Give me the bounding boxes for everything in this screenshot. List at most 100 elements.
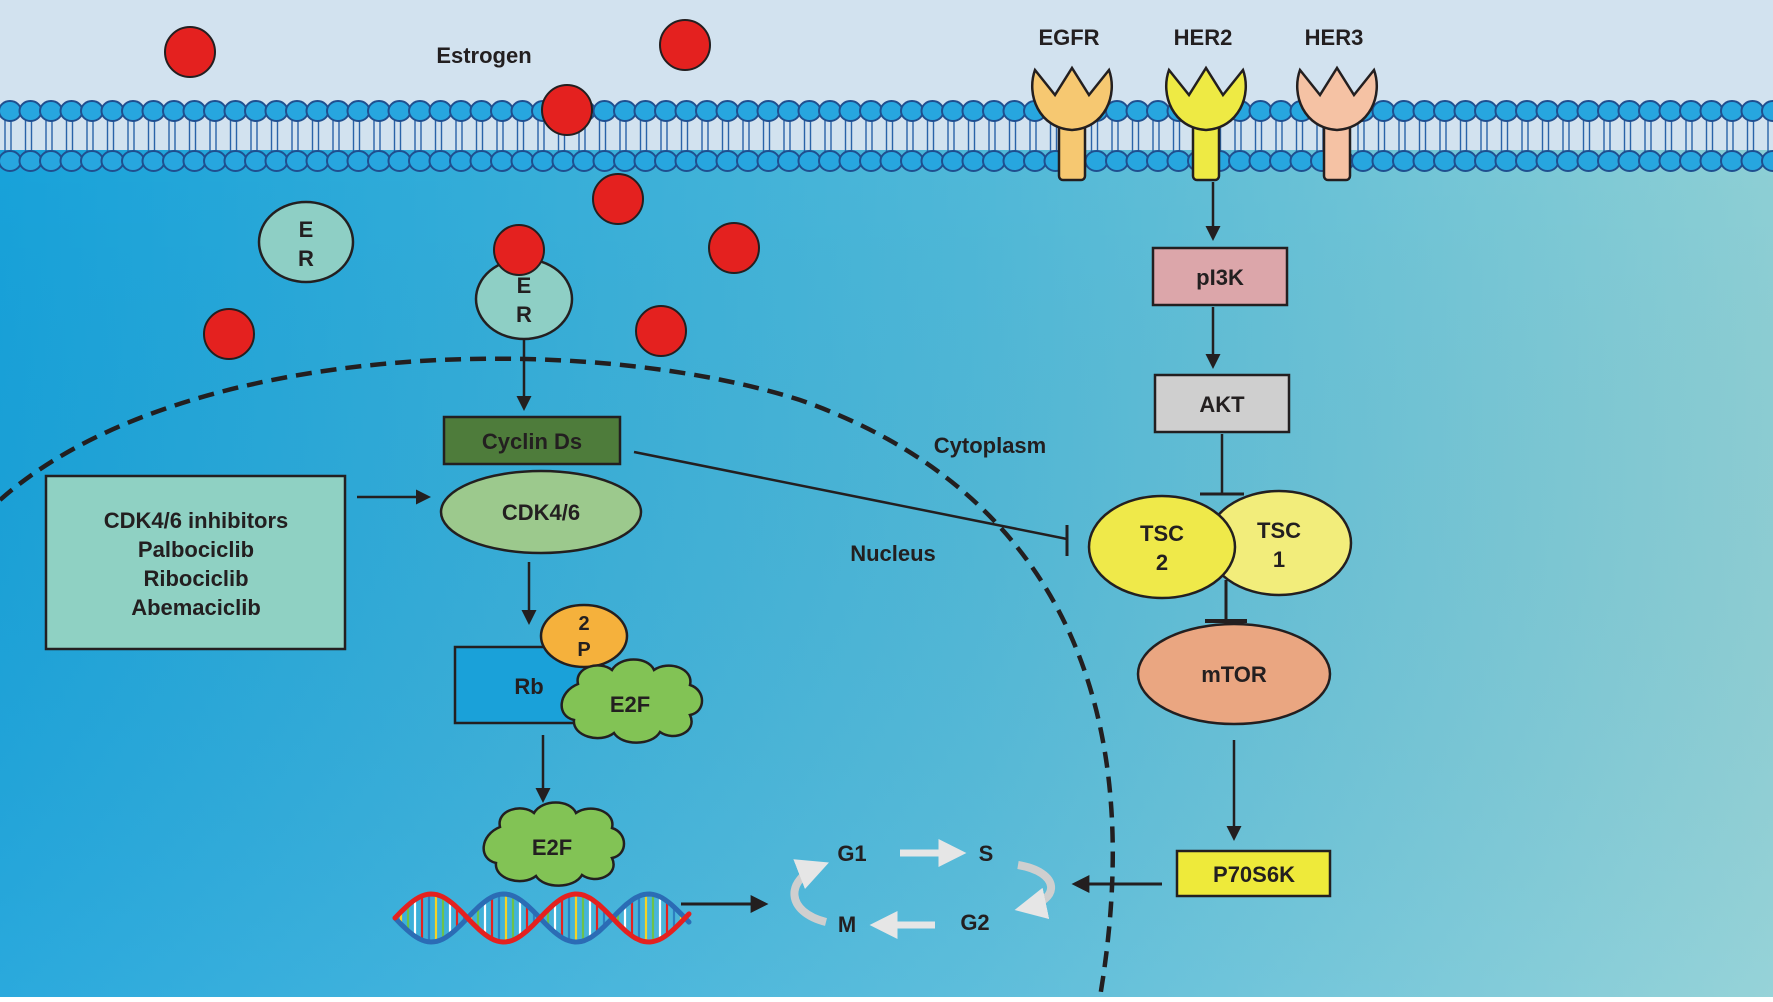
phospholipid-head	[1576, 150, 1601, 172]
phospholipid-head	[1453, 150, 1478, 172]
phospholipid-head	[982, 100, 1006, 122]
phospholipid-head	[80, 150, 104, 172]
phospholipid-head	[469, 100, 494, 122]
phospholipid-head	[1617, 150, 1642, 172]
phospholipid-head	[182, 150, 207, 172]
phospholipid-head	[1453, 100, 1478, 122]
e2f-free-cloud	[482, 801, 626, 887]
phospholipid-head	[285, 150, 309, 172]
phospholipid-head	[756, 100, 781, 122]
phospholipid-head	[695, 100, 719, 122]
phospholipid-head	[900, 150, 924, 172]
phospholipid-head	[18, 100, 43, 122]
phospholipid-head	[1228, 150, 1252, 172]
phospholipid-head	[1125, 150, 1150, 172]
phospholipid-head	[1576, 100, 1601, 122]
egfr-receptor: EGFR	[1030, 25, 1114, 182]
cdk46-ellipse	[439, 469, 643, 555]
phospholipid-head	[1494, 100, 1519, 122]
svg-text:R: R	[516, 302, 532, 327]
phospholipid-head	[182, 100, 207, 122]
rb-label: Rb	[514, 674, 543, 699]
phospholipid-head	[654, 100, 678, 122]
phospholipid-head	[1597, 100, 1621, 122]
phospholipid-head	[1699, 100, 1724, 122]
phospholipid-head	[1658, 100, 1683, 122]
phospholipid-head	[121, 100, 145, 122]
phospholipid-head	[1556, 150, 1580, 172]
phospholipid-head	[1679, 100, 1703, 122]
estrogen-molecule	[164, 26, 216, 78]
phospholipid-head	[1392, 150, 1416, 172]
cyclin-ds-label: Cyclin Ds	[482, 429, 582, 454]
phospholipid-head	[1740, 150, 1765, 172]
svg-text:1: 1	[1273, 547, 1285, 572]
e2f-free-label: E2F	[532, 835, 572, 860]
her2-label: HER2	[1174, 25, 1233, 50]
phospholipid-head	[961, 100, 986, 122]
phospholipid-head	[633, 100, 658, 122]
phospholipid-head	[613, 100, 637, 122]
phospholipid-head	[326, 100, 350, 122]
phospholipid-head	[674, 100, 699, 122]
phospholipid-head	[1412, 150, 1437, 172]
phospholipid-head	[1248, 100, 1273, 122]
phospholipid-head	[941, 150, 965, 172]
phospholipid-head	[510, 150, 535, 172]
phospholipid-head	[715, 150, 740, 172]
phospholipid-head	[633, 150, 658, 172]
phospholipid-head	[1761, 150, 1773, 172]
phospholipid-head	[1638, 100, 1662, 122]
phospholipid-head	[736, 150, 760, 172]
phase-g1: G1	[837, 841, 866, 866]
phospholipid-head	[428, 100, 453, 122]
phospholipid-head	[777, 150, 801, 172]
phospholipid-head	[838, 100, 863, 122]
phospholipid-head	[941, 100, 965, 122]
phospholipid-head	[1392, 100, 1416, 122]
phospholipid-head	[859, 150, 883, 172]
phospholipid-head	[0, 100, 22, 122]
p70s6k-label: P70S6K	[1213, 862, 1295, 887]
phospholipid-head	[387, 100, 412, 122]
phospholipid-head	[203, 150, 227, 172]
phospholipid-head	[900, 100, 924, 122]
inhibitor-line: Abemaciclib	[131, 595, 261, 620]
phospholipid-head	[674, 150, 699, 172]
pi3k-label: pI3K	[1196, 265, 1244, 290]
phospholipid-head	[1105, 150, 1129, 172]
inhibitor-line: Palbociclib	[138, 537, 254, 562]
akt-box	[1153, 373, 1291, 434]
phospholipid-head	[1371, 150, 1396, 172]
phospholipid-head	[920, 100, 945, 122]
estrogen-molecule	[708, 222, 760, 274]
phospholipid-head	[736, 100, 760, 122]
phospholipid-head	[449, 150, 473, 172]
phospholipid-head	[469, 150, 494, 172]
phospholipid-head	[920, 150, 945, 172]
phospholipid-head	[203, 100, 227, 122]
phospholipid-head	[346, 100, 371, 122]
phospholipid-head	[141, 100, 166, 122]
svg-text:E: E	[299, 217, 314, 242]
estrogen-molecule	[659, 19, 711, 71]
pi3k-box	[1151, 246, 1289, 307]
phospholipid-head	[449, 100, 473, 122]
phospholipid-head	[1474, 150, 1498, 172]
phospholipid-head	[1269, 150, 1293, 172]
inhibit-cyclin-to-tsc	[633, 450, 1068, 541]
phospholipid-head	[1515, 150, 1539, 172]
phospholipid-head	[100, 150, 125, 172]
phospholipid-head	[121, 150, 145, 172]
estrogen-molecule	[635, 305, 687, 357]
svg-text:2: 2	[1156, 550, 1168, 575]
inhibitor-line: Ribociclib	[143, 566, 248, 591]
e2f-bound-label: E2F	[610, 692, 650, 717]
phospholipid-head	[1515, 100, 1539, 122]
phospholipid-head	[1125, 100, 1150, 122]
phospholipid-head	[715, 100, 740, 122]
phospholipid-head	[1597, 150, 1621, 172]
estrogen-molecule	[541, 84, 593, 136]
phospholipid-head	[0, 150, 22, 172]
